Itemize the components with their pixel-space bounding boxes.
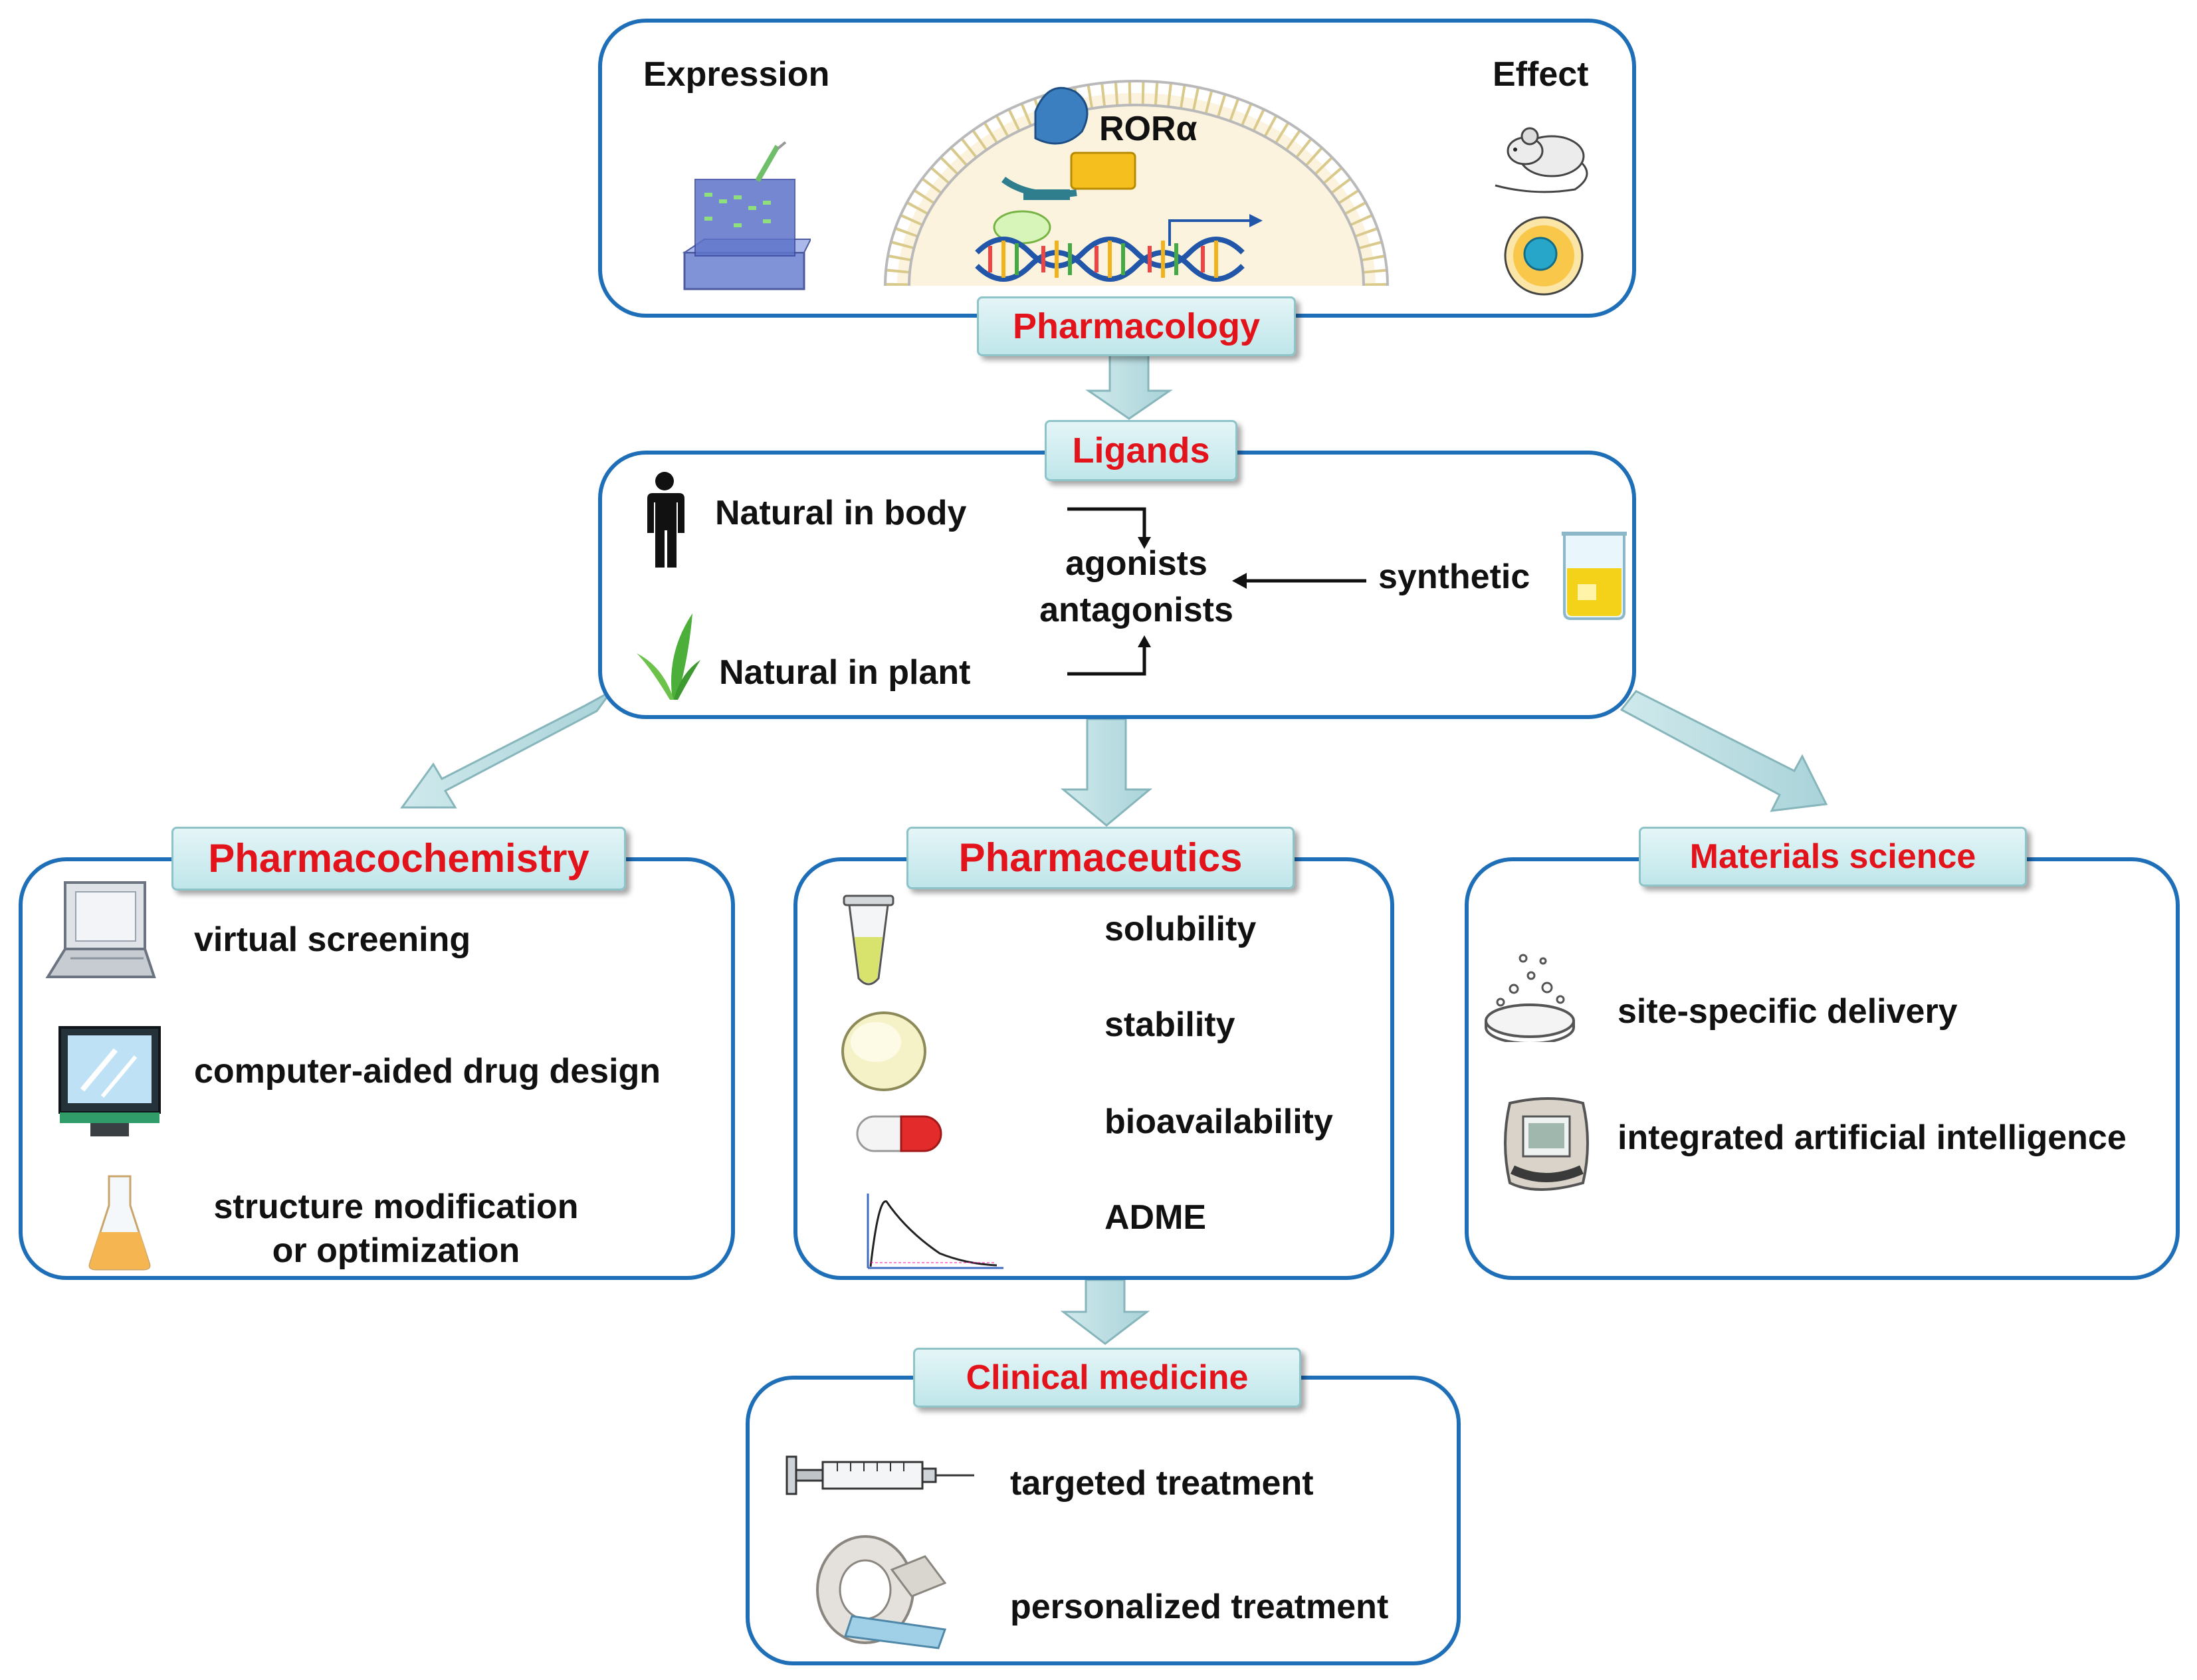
computer-aided-drug-design: computer-aided drug design <box>194 1052 661 1091</box>
syringe-icon <box>785 1455 974 1495</box>
adme: ADME <box>1104 1198 1207 1237</box>
materials-science-panel <box>1465 857 2180 1280</box>
beaker-icon <box>1562 532 1627 620</box>
person-icon <box>647 472 684 568</box>
virtual-screening: virtual screening <box>194 920 471 959</box>
personalized-treatment: personalized treatment <box>1010 1588 1389 1626</box>
ligand-connector-arrows <box>1067 507 1366 676</box>
arrow-pharmacology-to-ligands <box>1085 352 1173 420</box>
pk-curve-icon <box>867 1194 1003 1269</box>
clinical-medicine-title: Clinical medicine <box>913 1348 1301 1408</box>
arrow-ligands-to-pharmacochemistry <box>400 690 613 809</box>
arrow-ligands-to-pharmaceutics <box>1060 718 1153 827</box>
mri-scanner-icon <box>816 1535 947 1649</box>
structure-modification: structure modification <box>213 1188 579 1226</box>
solubility: solubility <box>1104 910 1257 948</box>
monitor-icon <box>58 1026 161 1136</box>
pharmacology-title: Pharmacology <box>977 296 1296 356</box>
gel-electrophoresis-icon <box>682 141 811 290</box>
bioavailability: bioavailability <box>1104 1102 1333 1141</box>
ligands-title: Ligands <box>1045 420 1237 481</box>
arrow-pharmaceutics-to-clinical <box>1060 1279 1150 1345</box>
capsule-icon <box>856 1115 942 1152</box>
natural-in-body: Natural in body <box>715 494 967 532</box>
receptor-label: RORα <box>1099 110 1198 148</box>
plant-leaf-icon <box>637 613 700 700</box>
targeted-treatment: targeted treatment <box>1010 1464 1314 1503</box>
natural-in-plant: Natural in plant <box>719 653 971 692</box>
antagonists-label: antagonists <box>1039 591 1233 629</box>
pharmaceutics-title: Pharmaceutics <box>906 827 1295 889</box>
integrated-artificial-intelligence: integrated artificial intelligence <box>1618 1118 2127 1157</box>
site-specific-delivery: site-specific delivery <box>1618 992 1958 1031</box>
smart-device-icon <box>1504 1097 1589 1191</box>
stability: stability <box>1104 1005 1235 1044</box>
arrow-ligands-to-materials <box>1620 690 1828 812</box>
pharmacochemistry-title: Pharmacochemistry <box>171 827 626 891</box>
receptor-shape <box>1034 86 1089 145</box>
expression-label: Expression <box>643 55 830 94</box>
effect-label: Effect <box>1493 55 1589 94</box>
mouse-icon <box>1495 127 1588 193</box>
test-tube-icon <box>843 894 894 986</box>
materials-science-title: Materials science <box>1639 827 2027 887</box>
flask-icon <box>88 1175 151 1271</box>
agonists-label: agonists <box>1065 544 1207 583</box>
synthetic-label: synthetic <box>1378 558 1530 596</box>
cell-icon <box>1504 216 1584 296</box>
ligand-binding-box <box>1070 152 1136 190</box>
laptop-icon <box>45 881 156 978</box>
tablet-pill-icon <box>841 1011 926 1091</box>
effervescent-tablet-icon <box>1485 954 1575 1042</box>
or-optimization: or optimization <box>272 1231 520 1270</box>
cell-nucleus-illustration <box>884 80 1389 286</box>
